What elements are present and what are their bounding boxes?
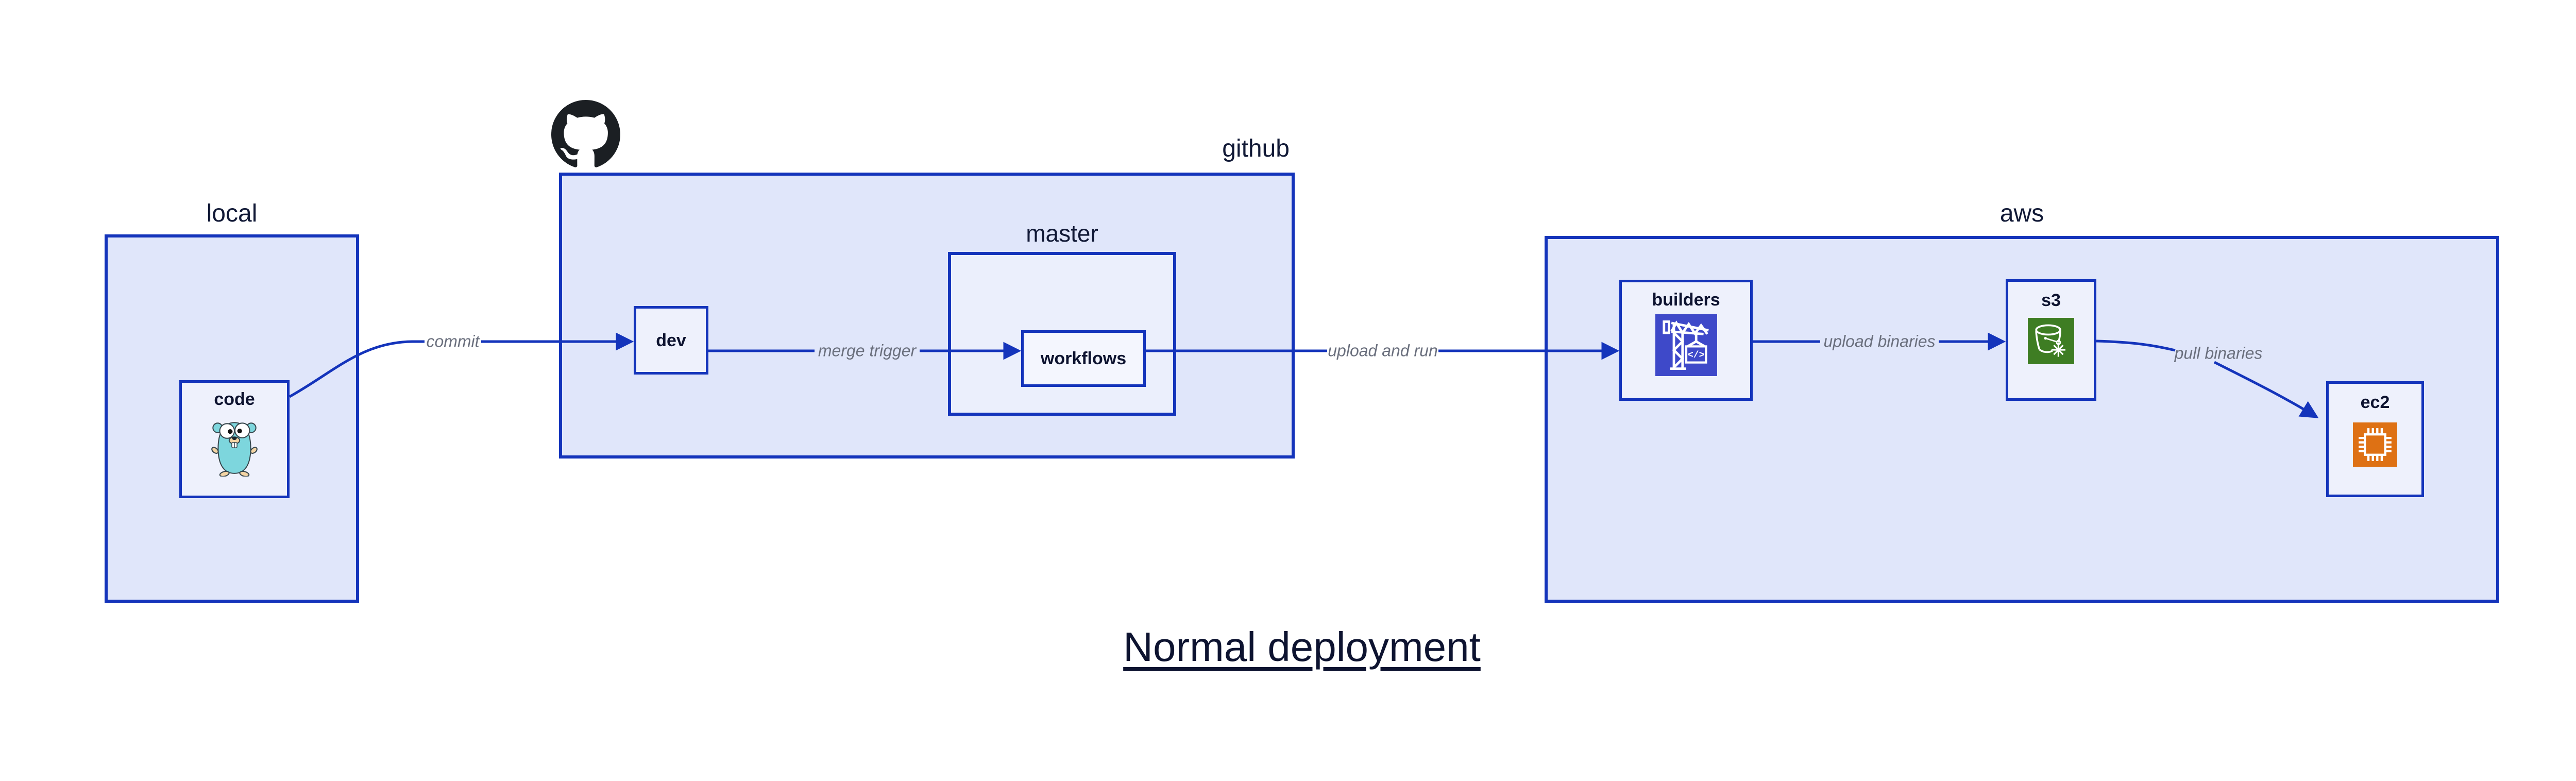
node-label-ec2: ec2 (2360, 393, 2390, 412)
edge-label-upload-binaries: upload binaries (1823, 332, 1936, 351)
edge-label-commit: commit (426, 332, 480, 351)
cpu-chip-icon (2353, 422, 2397, 467)
node-label-workflows: workflows (1040, 349, 1127, 368)
container-label-local: local (206, 200, 258, 227)
container-label-github: github (1222, 135, 1290, 162)
node-label-s3: s3 (2041, 291, 2061, 310)
node-ec2: ec2 (2326, 381, 2424, 497)
svg-text:</>: </> (1687, 350, 1704, 361)
container-label-master: master (1026, 220, 1098, 247)
node-label-code: code (214, 389, 255, 409)
go-gopher-icon (211, 422, 258, 477)
github-octocat-logo-icon (551, 100, 620, 172)
container-label-aws: aws (1999, 200, 2044, 227)
node-label-dev: dev (656, 330, 686, 350)
edge-label-pull-binaries: pull binaries (2174, 344, 2263, 363)
edge-label-merge-trigger: merge trigger (818, 341, 917, 360)
node-workflows: workflows (1021, 330, 1146, 387)
node-dev: dev (634, 306, 708, 375)
node-label-builders: builders (1652, 290, 1720, 310)
node-s3: s3 (2006, 279, 2096, 401)
diagram-title: Normal deployment (1123, 624, 1481, 670)
node-builders: builders </> (1619, 280, 1753, 401)
edge-label-upload-and-run: upload and run (1328, 341, 1438, 360)
node-code: code (179, 380, 290, 498)
crane-build-icon: </> (1655, 314, 1717, 376)
s3-bucket-snowflake-icon (2028, 318, 2074, 364)
